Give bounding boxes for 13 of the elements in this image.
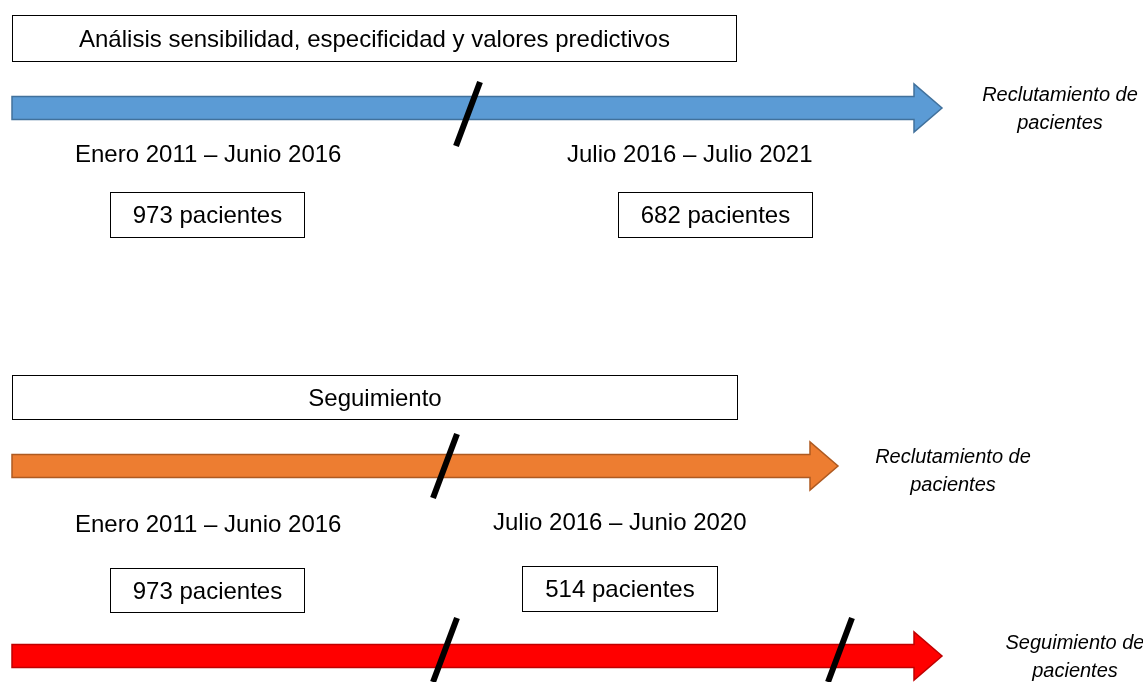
text-box: 973 pacientes	[110, 568, 305, 613]
text-box: 682 pacientes	[618, 192, 813, 238]
timeline-label: Reclutamiento de pacientes	[874, 444, 1032, 497]
date-range: Julio 2016 – Julio 2021	[567, 140, 813, 168]
timeline-label: Reclutamiento de pacientes	[981, 82, 1139, 135]
text-box: 973 pacientes	[110, 192, 305, 238]
date-range: Enero 2011 – Junio 2016	[75, 510, 342, 538]
date-range: Julio 2016 – Junio 2020	[493, 508, 747, 536]
text-box: Análisis sensibilidad, especificidad y valores predictivos	[12, 15, 737, 62]
timeline-label: Seguimiento de pacientes	[1005, 630, 1143, 682]
date-range: Enero 2011 – Junio 2016	[75, 140, 342, 168]
text-box: Seguimiento	[12, 375, 738, 420]
text-box: 514 pacientes	[522, 566, 718, 612]
